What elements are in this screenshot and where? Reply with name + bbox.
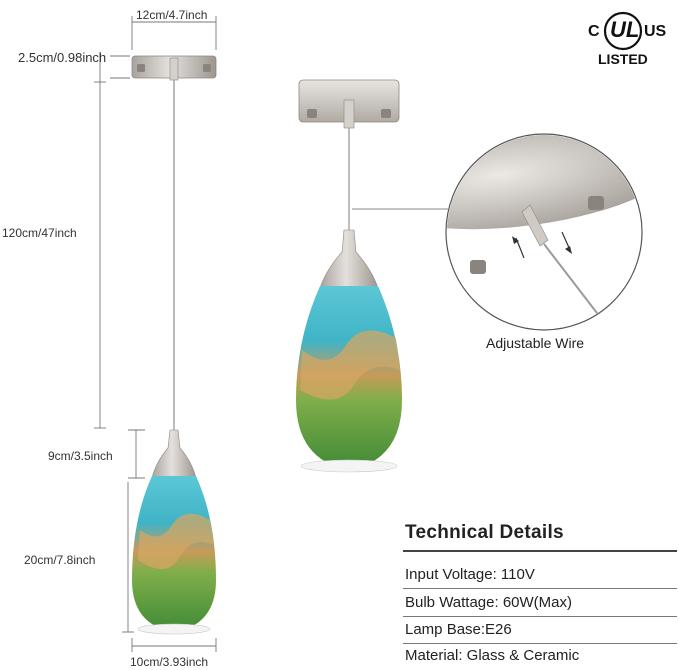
canopy-width-label: 12cm/4.7inch [136,8,208,22]
canopy-height-label: 2.5cm/0.98inch [18,50,107,65]
technical-details-title: Technical Details [405,522,564,543]
spec-bulb-wattage: Bulb Wattage: 60W(Max) [405,594,572,611]
ul-us-letters: US [644,23,667,40]
left-pendant [131,55,217,635]
right-pendant [296,79,448,473]
socket-height-label: 9cm/3.5inch [48,449,113,463]
shade-width-label: 10cm/3.93inch [130,655,209,669]
ul-listed-label: LISTED [598,51,648,67]
row-divider [403,588,677,589]
spec-lamp-base: Lamp Base:E26 [405,621,512,638]
ul-mark: UL [610,17,640,42]
title-divider [403,550,677,552]
cord-length-label: 120cm/47inch [2,226,77,240]
spec-material: Material: Glass & Ceramic [405,647,580,664]
dimension-lines [94,16,217,652]
shade-height-label: 20cm/7.8inch [24,553,96,567]
ul-c-letter: C [588,23,600,40]
row-divider [403,643,677,644]
ul-listed-logo [603,11,643,51]
row-divider [403,616,677,617]
adjustable-wire-label: Adjustable Wire [486,335,585,351]
spec-input-voltage: Input Voltage: 110V [405,566,535,583]
adjustable-wire-callout [445,133,643,331]
